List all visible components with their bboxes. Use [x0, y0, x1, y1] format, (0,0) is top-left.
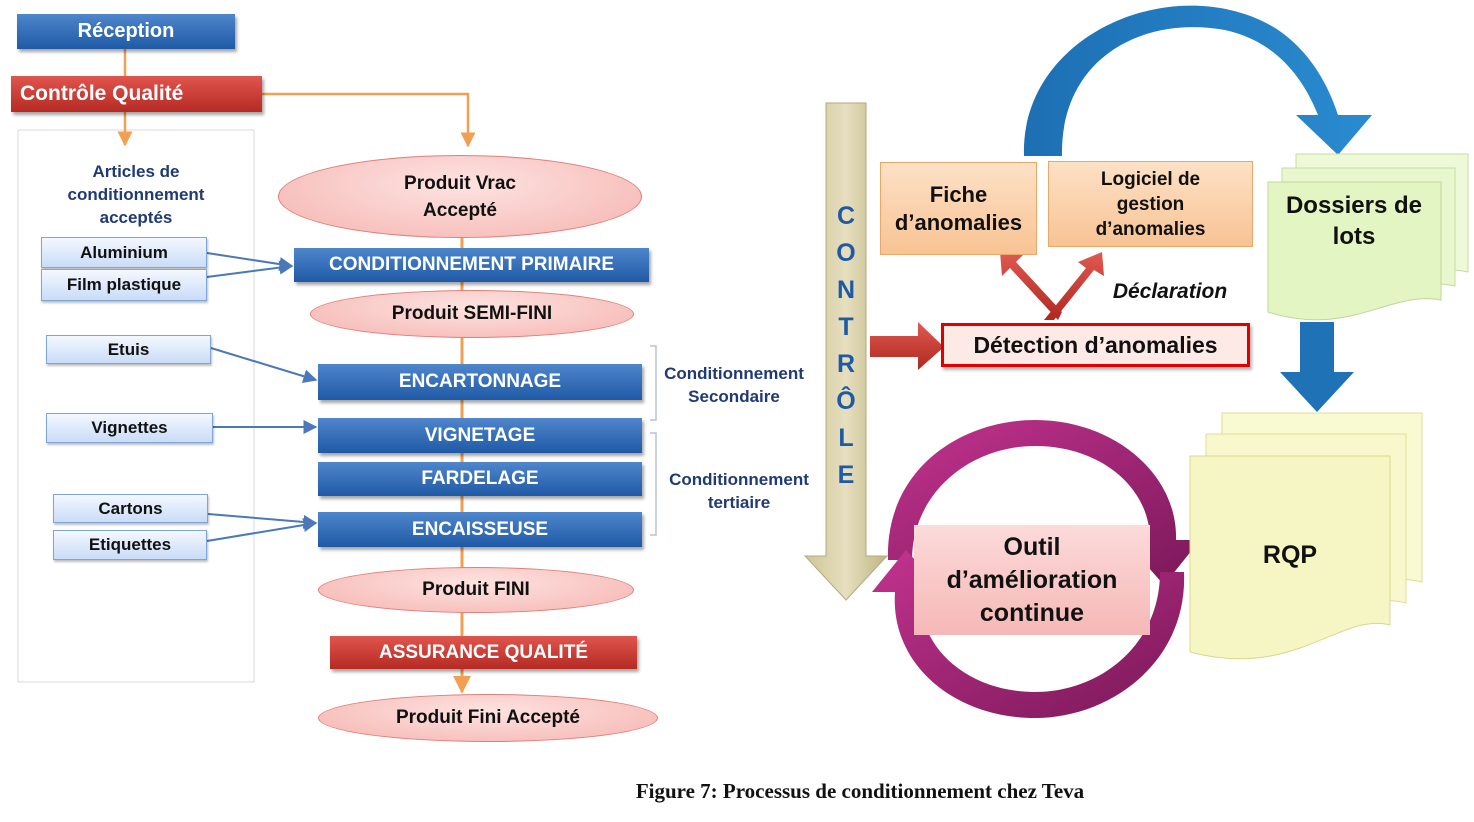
cond-tertiaire-label: Conditionnement tertiaire	[669, 470, 809, 512]
articles-panel	[17, 129, 255, 683]
encartonnage-box: ENCARTONNAGE	[318, 364, 642, 400]
article-film-plastique: Film plastique	[41, 269, 207, 301]
rqp-sheet-front	[1189, 455, 1391, 660]
controle-letter: R	[836, 350, 856, 378]
article-cartons: Cartons	[53, 494, 208, 523]
rqp-label: RQP	[1262, 540, 1318, 569]
article-etuis: Etuis	[46, 335, 211, 364]
produit-semi-fini-ellipse: Produit SEMI-FINI	[310, 290, 634, 338]
arrow-cartons	[207, 513, 318, 529]
dossiers-lots-label: Dossiers de lots	[1285, 192, 1423, 250]
red-v-arrow-left	[1000, 252, 1062, 320]
articles-title: Articles de conditionnement acceptés	[67, 161, 205, 227]
arrow-aluminium	[206, 252, 294, 272]
controle-letter: E	[837, 461, 855, 489]
controle-letter: Ô	[836, 387, 856, 415]
produit-vrac-ellipse: Produit Vrac Accepté	[278, 155, 642, 238]
cond-primaire-box: CONDITIONNEMENT PRIMAIRE	[294, 248, 649, 282]
cond-secondaire-label: Conditionnement Secondaire	[664, 364, 804, 406]
ring-arrow-top	[887, 420, 1200, 585]
controle-letters: C O N T R Ô L E	[826, 198, 866, 494]
logiciel-box: Logiciel de gestion d’anomalies	[1048, 161, 1253, 247]
assurance-qualite-box: ASSURANCE QUALITÉ	[330, 636, 637, 669]
blue-down-arrow	[1280, 322, 1354, 412]
ring-arrow-bottom	[872, 550, 1185, 718]
produit-fini-ellipse: Produit FINI	[318, 567, 634, 613]
figure-caption: Figure 7: Processus de conditionnement c…	[635, 778, 1085, 803]
fardelage-box: FARDELAGE	[318, 462, 642, 496]
controle-down-arrow	[803, 102, 889, 601]
declaration-label: Déclaration	[1112, 280, 1228, 303]
blue-curved-arrow	[1023, 5, 1372, 156]
red-right-arrow	[870, 322, 944, 370]
controle-letter: O	[836, 239, 856, 267]
article-aluminium: Aluminium	[41, 237, 207, 268]
controle-qualite-box: Contrôle Qualité	[11, 76, 262, 112]
controle-letter: C	[836, 202, 856, 230]
article-vignettes: Vignettes	[46, 413, 213, 443]
connector-cq-vrac	[262, 92, 476, 148]
encaisseuse-box: ENCAISSEUSE	[318, 512, 642, 547]
controle-letter: T	[838, 313, 854, 341]
dossiers-sheet-front	[1267, 181, 1442, 321]
article-etiquettes: Etiquettes	[53, 530, 207, 560]
vignetage-box: VIGNETAGE	[318, 418, 642, 453]
outil-amelioration-box: Outil d’amélioration continue	[914, 525, 1150, 635]
produit-fini-accepte-ellipse: Produit Fini Accepté	[318, 694, 658, 742]
arrow-etiquettes	[206, 518, 318, 542]
fiche-anomalies-box: Fiche d’anomalies	[880, 162, 1037, 255]
reception-box: Réception	[17, 14, 235, 49]
controle-letter: L	[838, 424, 854, 452]
red-v-arrow-right	[1044, 252, 1104, 320]
bracket-secondaire	[650, 345, 657, 421]
arrow-etuis	[210, 347, 318, 384]
detection-anomalies-box: Détection d’anomalies	[941, 323, 1250, 367]
bracket-tertiaire	[650, 432, 657, 536]
arrow-film	[206, 260, 294, 278]
controle-letter: N	[836, 276, 856, 304]
